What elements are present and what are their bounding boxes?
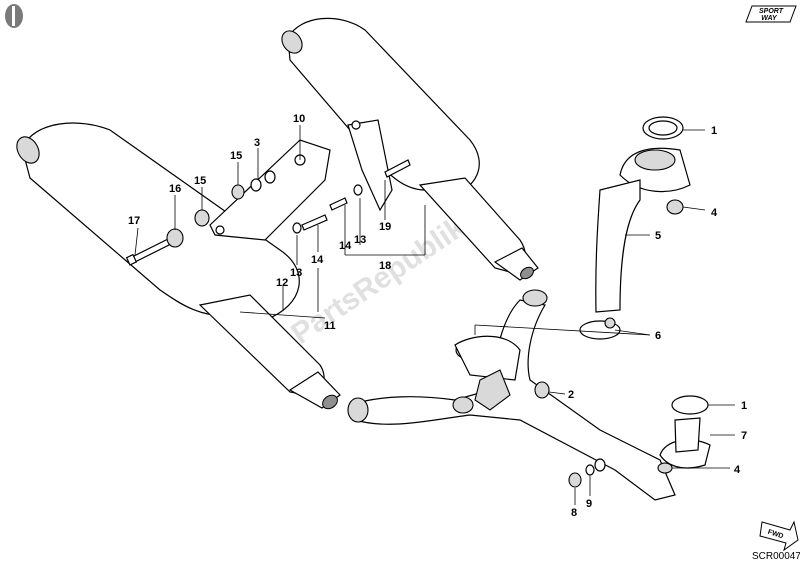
callout-4-top: 4 — [711, 207, 718, 219]
callout-6: 6 — [655, 330, 661, 342]
leader-lines — [134, 125, 735, 505]
callout-5: 5 — [655, 230, 661, 242]
callout-11: 11 — [324, 320, 336, 332]
callout-7: 7 — [741, 430, 747, 442]
header-pipe-right — [595, 116, 691, 313]
callout-16: 16 — [169, 183, 181, 195]
callout-15-upper: 15 — [230, 150, 242, 162]
callout-3: 3 — [254, 137, 260, 149]
callout-13-left: 13 — [290, 267, 302, 279]
callout-14-right: 14 — [339, 240, 352, 252]
callout-12: 12 — [276, 277, 288, 289]
sportway-badge: SPORT WAY — [745, 5, 797, 23]
diagram-code: SCR00047 — [752, 551, 800, 562]
callout-4-bottom: 4 — [734, 464, 741, 476]
mounting-bracket — [209, 139, 331, 241]
callout-1-bottom: 1 — [741, 400, 747, 412]
callout-14-left: 14 — [311, 254, 324, 266]
badge-bottom-text: WAY — [761, 15, 778, 22]
left-silencer — [16, 122, 341, 410]
callout-labels: 1 4 5 6 2 1 7 4 9 8 10 3 15 15 16 17 13 … — [128, 113, 747, 519]
callout-1-top: 1 — [711, 125, 717, 137]
hardware-left — [125, 159, 411, 266]
fwd-arrow-icon: FWD — [759, 520, 799, 552]
callout-15-lower: 15 — [194, 175, 206, 187]
badge-top-text: SPORT — [759, 8, 784, 15]
callout-8: 8 — [571, 507, 577, 519]
corner-mark-icon — [5, 4, 23, 28]
callout-13-right: 13 — [354, 234, 366, 246]
right-silencer — [281, 17, 539, 281]
hardware-right — [534, 381, 606, 488]
rear-bracket — [347, 119, 393, 212]
callout-9: 9 — [586, 498, 592, 510]
header-pipe-left — [657, 395, 711, 474]
callout-18: 18 — [379, 260, 391, 272]
pipe-clamp — [579, 317, 621, 340]
callout-10: 10 — [293, 113, 305, 125]
callout-2: 2 — [568, 389, 574, 401]
callout-19: 19 — [379, 221, 391, 233]
collector-pipe — [347, 289, 676, 501]
fwd-label: FWD — [767, 529, 784, 541]
callout-17: 17 — [128, 215, 140, 227]
